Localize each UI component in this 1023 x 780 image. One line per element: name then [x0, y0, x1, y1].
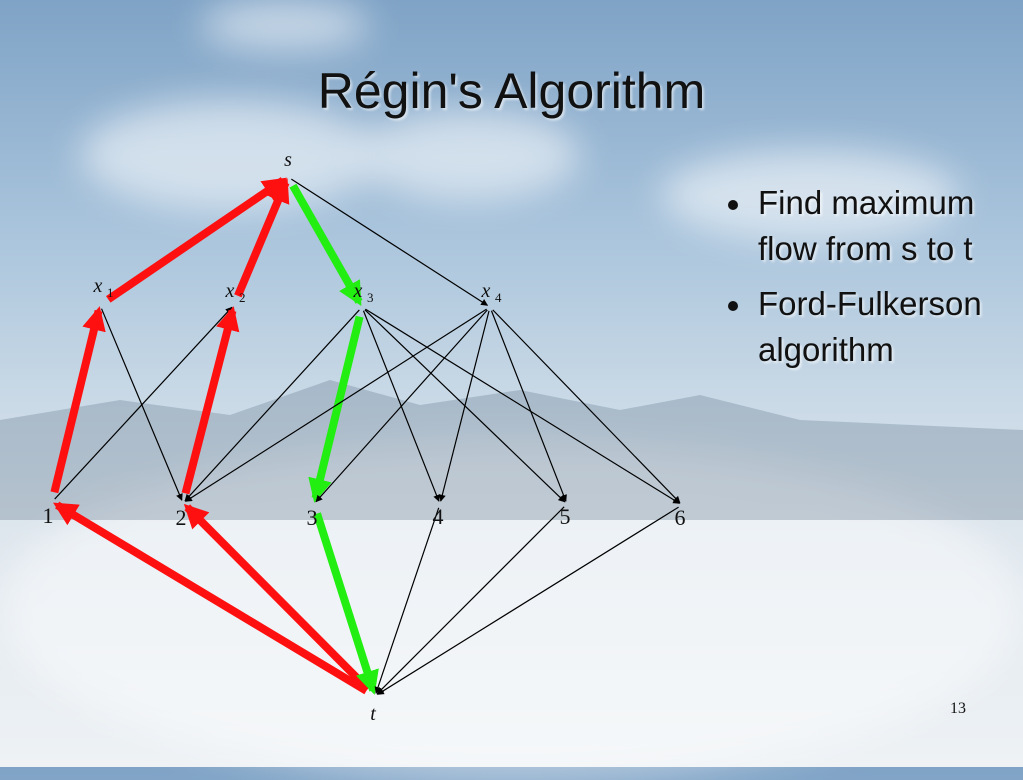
node-label-x4: x: [481, 280, 491, 302]
background-cloud-sea: [0, 440, 1023, 780]
node-label-x1: x: [93, 275, 103, 297]
edge-x3-to-v2: [184, 309, 360, 502]
bullet-text: Find maximum flow from s to t: [758, 184, 975, 267]
edge-s-to-x4: [291, 178, 489, 306]
background-cloud: [80, 100, 380, 210]
edge-v3-to-t: [313, 512, 379, 695]
background-cloud: [360, 110, 580, 200]
edge-v4-to-t: [374, 507, 440, 694]
edge-v1-to-x1: [50, 306, 106, 494]
background-cloud: [660, 150, 960, 240]
edge-t-to-v2: [183, 503, 371, 692]
node-label-v1: 1: [43, 503, 54, 528]
slide-title: Régin's Algorithm: [317, 63, 706, 119]
bullet-list: Find maximum flow from s to t Ford-Fulke…: [728, 180, 1018, 382]
node-label-v4: 4: [433, 504, 444, 529]
bullet-dot-icon: [728, 301, 738, 312]
node-label-t: t: [370, 703, 376, 725]
node-label-s: s: [284, 149, 292, 171]
node-subscript-x2: 2: [239, 290, 246, 305]
node-label-v2: 2: [176, 505, 187, 530]
edge-x4-to-v3: [315, 309, 488, 503]
edge-x3-to-v3: [308, 315, 364, 503]
edge-x4-to-v4: [438, 310, 490, 502]
edge-x3-to-v6: [365, 308, 681, 504]
edge-s-to-x3: [289, 183, 363, 306]
edge-v6-to-t: [376, 506, 679, 695]
bullet-item: Ford-Fulkerson algorithm: [728, 281, 1018, 372]
edge-v2-to-x2: [181, 306, 240, 495]
bullet-text: Ford-Fulkerson algorithm: [758, 285, 982, 368]
background-cloud: [200, 0, 370, 50]
node-label-v5: 5: [560, 504, 571, 529]
node-label-v6: 6: [675, 505, 686, 530]
node-subscript-x3: 3: [367, 290, 374, 305]
edge-v5-to-t: [376, 506, 565, 695]
edge-x1-to-s: [106, 177, 288, 303]
page-number: 13: [950, 700, 966, 717]
edge-x4-to-v6: [492, 309, 681, 504]
edge-x2-to-s: [234, 178, 290, 298]
node-label-x2: x: [225, 280, 235, 302]
node-subscript-x4: 4: [495, 290, 502, 305]
node-subscript-x1: 1: [107, 285, 114, 300]
bullet-dot-icon: [728, 200, 738, 210]
bullet-item: Find maximum flow from s to t: [728, 180, 1018, 271]
node-label-v3: 3: [307, 505, 318, 530]
edge-t-to-v1: [53, 501, 369, 695]
edge-x4-to-v2: [184, 308, 487, 502]
edge-v1-to-x2: [54, 306, 233, 500]
node-label-x3: x: [353, 280, 363, 302]
edge-x4-to-v5: [490, 310, 567, 502]
